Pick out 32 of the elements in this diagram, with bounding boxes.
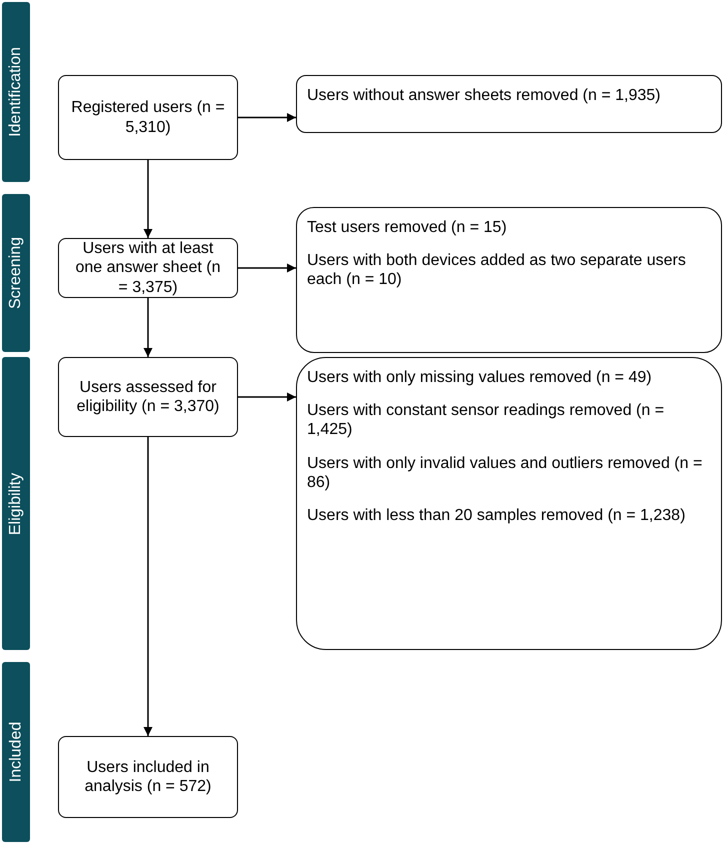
exclusion-box [296,357,722,650]
arrow [144,298,152,357]
box-text: Users without answer sheets removed (n = 1,935) [307,86,662,106]
arrow [238,392,296,402]
process-box [58,357,238,437]
box-text: Users assessed for eligibility (n = 3,370) [76,378,220,416]
process-box [58,75,238,160]
arrow [238,113,296,122]
box-text: Users with only invalid values and outliers removed (n = 86) [307,454,704,492]
stage-label: Identification [7,47,25,137]
arrow [238,264,296,272]
stage-band [2,194,30,352]
box-text: Users with less than 20 samples removed (n = 1,238) [307,506,686,526]
box-text: Registered users (n = 5,310) [71,98,225,137]
arrow [144,160,152,238]
process-box [58,736,238,818]
box-text: Users with at least one answer sheet (n = 3,375) [74,239,222,297]
exclusion-box [296,75,722,133]
stage-band [2,2,30,182]
box-text: Users with only missing values removed (n = 49) [307,368,653,388]
process-box [58,238,238,298]
box-text: Users included in analysis (n = 572) [84,758,212,796]
box-text: Users with constant sensor readings removed (n = 1,425) [307,401,666,440]
stage-label: Included [7,722,25,782]
exclusion-box [296,207,722,353]
stage-band [2,662,30,842]
box-text: Users with both devices added as two separate users each (n = 10) [307,251,687,290]
stage-label: Screening [7,236,25,310]
stage-band [2,357,30,650]
stage-label: Eligibility [7,472,25,535]
arrow [144,437,152,736]
box-text: Test users removed (n = 15) [307,218,508,238]
